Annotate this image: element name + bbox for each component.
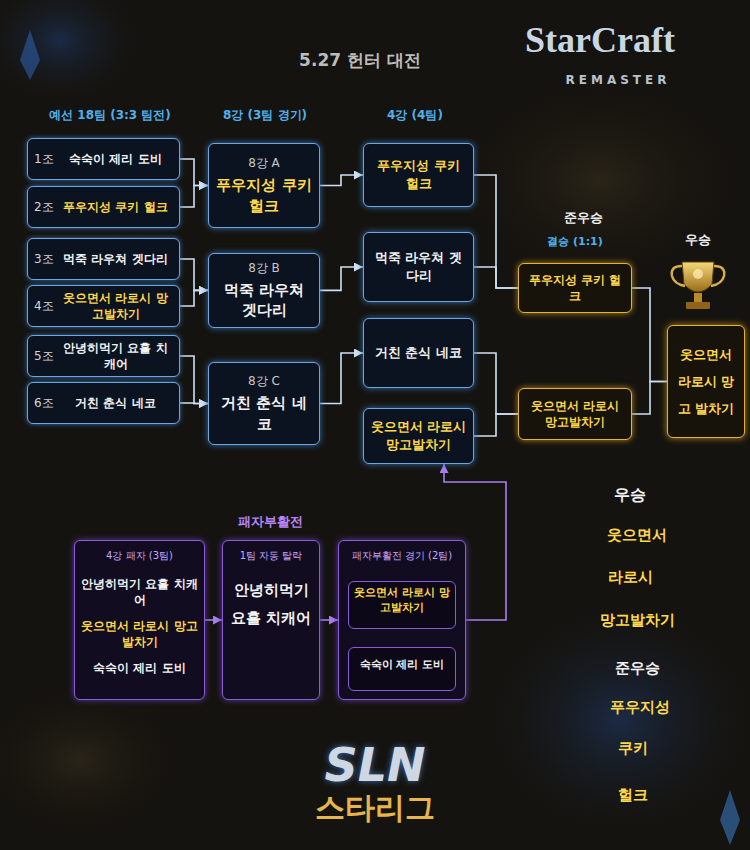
bracket-connector (320, 175, 363, 186)
finalist-box: 푸우지성 쿠키 헐크 (518, 263, 632, 313)
result-name: 쿠키 (618, 739, 648, 758)
result-name: 푸우지성 (610, 698, 670, 717)
glow (0, 680, 190, 840)
team-name: 안녕히먹기 요흘 치캐어 (228, 576, 314, 633)
team-name: 웃으면서 라로시 망고 발차기 (674, 341, 738, 423)
winner-box: 웃으면서 라로시 망고 발차기 (667, 325, 745, 438)
team-name: 거친 춘식 네코 (58, 395, 173, 411)
group-box: 1조숙숙이 제리 도비 (27, 138, 180, 180)
team-name: 웃으면서 라로시 망고발차기 (353, 586, 451, 616)
team-name: 숙숙이 제리 도비 (93, 660, 185, 676)
finalist-box: 웃으면서 라로시 망고발차기 (518, 388, 632, 440)
logo-text: 스타리그 (315, 788, 435, 829)
team-box: 숙숙이 제리 도비 (348, 647, 456, 691)
team-box: 웃으면서 라로시 망고발차기 (363, 408, 474, 464)
team-name: 푸우지성 쿠키 헐크 (58, 199, 173, 215)
trophy-icon (672, 262, 725, 309)
box-heading: 8강 C (248, 373, 280, 389)
team-box: 거친 춘식 네코 (363, 318, 474, 388)
match-box: 8강 A 푸우지성 쿠키 헐크 (208, 143, 320, 228)
bracket-connector (474, 175, 518, 288)
column-header: 8강 (3팀 경기) (223, 107, 307, 124)
result-heading: 우승 (614, 485, 646, 506)
logo-text: SLN (325, 738, 426, 792)
team-box: 먹죽 라우쳐 겟다리 (363, 232, 474, 302)
stage-label: 우승 (685, 231, 711, 249)
glow (0, 0, 150, 110)
team-name: 거친 춘식 네코 (215, 393, 313, 434)
bracket-connector (180, 186, 208, 208)
section-header: 패자부활전 (238, 513, 303, 531)
box-heading: 5조 (34, 348, 58, 364)
bracket-connector (320, 619, 338, 621)
bracket-connector (180, 159, 208, 186)
match-box: 8강 C 거친 춘식 네코 (208, 362, 320, 445)
bracket-connector (632, 382, 667, 415)
bracket-connector (474, 353, 518, 414)
team-name: 안녕히먹기 요흘 치캐어 (80, 576, 199, 608)
team-name: 웃으면서 라로시 망고발차기 (58, 290, 173, 322)
result-heading: 준우승 (615, 659, 660, 678)
box-heading: 패자부활전 경기 (2팀) (352, 549, 453, 563)
team-name: 숙숙이 제리 도비 (360, 658, 445, 673)
team-name: 거친 춘식 네코 (375, 344, 462, 362)
bracket-connector (320, 353, 363, 404)
bracket-connector (474, 414, 518, 436)
logo-text: StarCraft (525, 19, 675, 61)
group-box: 2조푸우지성 쿠키 헐크 (27, 186, 180, 228)
bracket-connector (632, 288, 667, 382)
result-name: 망고발차기 (600, 611, 675, 630)
title: 5.27 헌터 대전 (299, 49, 421, 72)
group-box: 6조거친 춘식 네코 (27, 382, 180, 424)
column-header: 예선 18팀 (3:3 팀전) (49, 107, 171, 124)
box-heading: 6조 (34, 395, 58, 411)
bracket-connector (205, 619, 222, 621)
bracket-connector (320, 267, 363, 290)
team-name: 안녕히먹기 요흘 치캐어 (58, 340, 173, 372)
box-heading: 8강 B (248, 260, 280, 276)
column-header: 결승 (1:1) (547, 234, 603, 249)
box-heading: 2조 (34, 199, 58, 215)
repechage-box: 4강 패자 (3팀) 안녕히먹기 요흘 치캐어웃으면서 라로시 망고발차기숙숙이 … (74, 540, 205, 700)
bracket-connector (180, 402, 208, 404)
team-name: 먹죽 라우쳐 겟다리 (370, 249, 467, 284)
box-heading: 1조 (34, 151, 58, 167)
box-heading: 1팀 자동 탈락 (240, 549, 303, 563)
result-name: 웃으면서 (607, 526, 667, 545)
team-name: 웃으면서 라로시 망고발차기 (524, 398, 626, 430)
match-box: 8강 B 먹죽 라우쳐 겟다리 (208, 253, 320, 328)
glow (470, 590, 750, 850)
team-name: 푸우지성 쿠키 헐크 (524, 272, 626, 304)
bracket-connector (180, 356, 208, 404)
bracket-connector (180, 259, 208, 290)
result-name: 라로시 (608, 568, 653, 587)
result-name: 헐크 (618, 786, 648, 805)
group-box: 4조웃으면서 라로시 망고발차기 (27, 285, 180, 327)
glow (440, 70, 750, 290)
bracket-connector (180, 290, 208, 306)
group-box: 3조먹죽 라우쳐 겟다리 (27, 238, 180, 280)
group-box: 5조안녕히먹기 요흘 치캐어 (27, 335, 180, 377)
crystal-decoration (20, 30, 740, 845)
box-heading: 4강 패자 (3팀) (106, 549, 173, 563)
team-name: 먹죽 라우쳐 겟다리 (215, 280, 313, 321)
team-name: 웃으면서 라로시 망고발차기 (80, 618, 199, 650)
team-box: 푸우지성 쿠키 헐크 (363, 143, 474, 207)
team-name: 먹죽 라우쳐 겟다리 (58, 251, 173, 267)
logo-subtitle: REMASTER (566, 73, 671, 87)
team-name: 푸우지성 쿠키 헐크 (370, 157, 467, 192)
bracket-connector (474, 267, 518, 288)
repechage-box: 1팀 자동 탈락안녕히먹기 요흘 치캐어 (222, 540, 320, 700)
team-name: 숙숙이 제리 도비 (58, 151, 173, 167)
column-header: 4강 (4팀) (387, 107, 443, 124)
box-heading: 8강 A (248, 155, 280, 171)
box-heading: 3조 (34, 251, 58, 267)
stage-label: 준우승 (564, 209, 603, 227)
team-box: 웃으면서 라로시 망고발차기 (348, 581, 456, 629)
repechage-box: 패자부활전 경기 (2팀) 웃으면서 라로시 망고발차기숙숙이 제리 도비 (338, 540, 466, 700)
team-name: 푸우지성 쿠키 헐크 (215, 175, 313, 216)
team-name: 웃으면서 라로시 망고발차기 (370, 418, 467, 453)
box-heading: 4조 (34, 298, 58, 314)
